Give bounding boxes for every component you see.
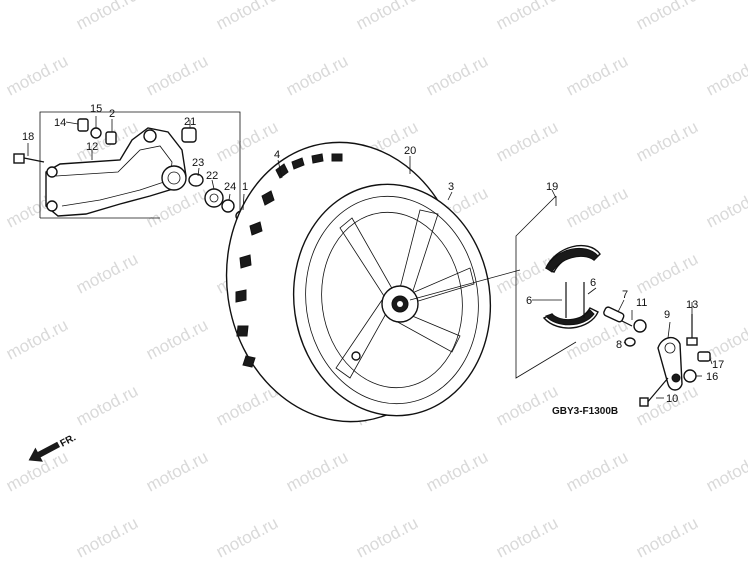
callout-24: 24 bbox=[224, 181, 236, 193]
watermark-text: motod.ru bbox=[353, 513, 421, 561]
wheel-spokes bbox=[335, 209, 475, 379]
callout-19: 19 bbox=[546, 181, 558, 193]
watermark-text: motod.ru bbox=[423, 447, 491, 495]
callout-11: 11 bbox=[636, 297, 647, 309]
watermark-text: motod.ru bbox=[563, 183, 631, 231]
front-arrow-icon bbox=[28, 441, 61, 462]
watermark-text: motod.ru bbox=[213, 381, 281, 429]
wear-indicator-11 bbox=[633, 319, 647, 333]
joint-16 bbox=[683, 369, 697, 383]
callout-10: 10 bbox=[666, 393, 678, 405]
nut-14 bbox=[77, 118, 89, 132]
callout-6-left: 6 bbox=[526, 295, 532, 307]
watermark-text: motod.ru bbox=[633, 249, 701, 297]
watermark-text: motod.ru bbox=[633, 0, 701, 34]
callout-17: 17 bbox=[712, 359, 724, 371]
watermark-text: motod.ru bbox=[493, 381, 561, 429]
callout-4: 4 bbox=[274, 149, 280, 161]
callout-9: 9 bbox=[664, 309, 670, 321]
watermark-text: motod.ru bbox=[563, 51, 631, 99]
callout-13: 13 bbox=[686, 299, 698, 311]
watermark-text: motod.ru bbox=[493, 0, 561, 34]
washer-15 bbox=[90, 127, 102, 139]
callout-20: 20 bbox=[404, 145, 416, 157]
watermark-text: motod.ru bbox=[213, 117, 281, 165]
watermark-text: motod.ru bbox=[73, 381, 141, 429]
watermark-text: motod.ru bbox=[143, 315, 211, 363]
watermark-text: motod.ru bbox=[73, 249, 141, 297]
bearing-22 bbox=[204, 188, 224, 208]
callout-14: 14 bbox=[54, 117, 66, 129]
watermark-text: motod.ru bbox=[633, 117, 701, 165]
watermark-text: motod.ru bbox=[213, 0, 281, 34]
swing-arm-group bbox=[13, 111, 249, 222]
watermark-text: motod.ru bbox=[353, 0, 421, 34]
bolt-10 bbox=[639, 397, 649, 407]
watermark-text: motod.ru bbox=[0, 513, 1, 561]
watermark-text: motod.ru bbox=[703, 447, 748, 495]
callout-8: 8 bbox=[616, 339, 622, 351]
callout-labels: 18 14 15 2 12 21 23 22 24 1 4 20 3 19 6 … bbox=[22, 103, 724, 405]
pin-17 bbox=[697, 351, 711, 362]
watermark-text: motod.ru bbox=[493, 513, 561, 561]
watermark-text: motod.ru bbox=[633, 513, 701, 561]
callout-3: 3 bbox=[448, 181, 454, 193]
group-frame bbox=[39, 111, 241, 218]
collar-24 bbox=[221, 199, 235, 213]
watermark-text: motod.ru bbox=[493, 117, 561, 165]
watermark-text: motod.ru bbox=[0, 117, 1, 165]
watermark-text: motod.ru bbox=[703, 51, 748, 99]
watermark-text: motod.ru bbox=[493, 249, 561, 297]
callout-22: 22 bbox=[206, 170, 218, 182]
callout-23: 23 bbox=[192, 157, 204, 169]
watermark-text: motod.ru bbox=[73, 0, 141, 34]
brake-arm-9 bbox=[657, 337, 683, 391]
callout-18: 18 bbox=[22, 131, 34, 143]
seal-8 bbox=[624, 337, 636, 347]
watermark-text: motod.ru bbox=[3, 315, 71, 363]
bolt-13 bbox=[686, 337, 698, 346]
callout-7: 7 bbox=[622, 289, 628, 301]
collar-2 bbox=[105, 131, 117, 145]
watermark-text: motod.ru bbox=[283, 447, 351, 495]
watermark-text: motod.ru bbox=[73, 513, 141, 561]
callout-2: 2 bbox=[109, 108, 115, 120]
watermark-text: motod.ru bbox=[213, 513, 281, 561]
valve-stem bbox=[351, 351, 361, 361]
rear-wheel-assembly bbox=[225, 141, 521, 423]
leader-lines bbox=[27, 116, 713, 399]
watermark-text: motod.ru bbox=[143, 447, 211, 495]
watermark-text: motod.ru bbox=[0, 0, 1, 34]
watermark-text: motod.ru bbox=[563, 447, 631, 495]
callout-21: 21 bbox=[184, 116, 196, 128]
watermark-text: motod.ru bbox=[3, 51, 71, 99]
callout-1: 1 bbox=[242, 181, 248, 193]
callout-15: 15 bbox=[90, 103, 102, 115]
brake-cam-7 bbox=[603, 306, 625, 323]
callout-16: 16 bbox=[706, 371, 718, 383]
seal-23 bbox=[188, 173, 204, 187]
brake-group-frame bbox=[515, 195, 577, 379]
callout-6-right: 6 bbox=[590, 277, 596, 289]
front-arrow-label: FR. bbox=[58, 432, 78, 449]
watermark-text: motod.ru bbox=[283, 51, 351, 99]
brake-shoe-group bbox=[515, 195, 601, 379]
watermark-text: motod.ru bbox=[423, 51, 491, 99]
watermark-text: motod.ru bbox=[703, 183, 748, 231]
watermark-text: motod.ru bbox=[0, 381, 1, 429]
bolt-18-head bbox=[13, 153, 25, 164]
tire-tread bbox=[235, 153, 343, 368]
callout-12: 12 bbox=[86, 141, 98, 153]
collar-21 bbox=[181, 127, 197, 143]
brake-cam-group bbox=[603, 306, 711, 407]
diagram-code: GBY3-F1300B bbox=[552, 406, 618, 417]
bracket-boss bbox=[161, 165, 187, 191]
watermark-text: motod.ru bbox=[143, 51, 211, 99]
watermark-text: motod.ru bbox=[0, 249, 1, 297]
